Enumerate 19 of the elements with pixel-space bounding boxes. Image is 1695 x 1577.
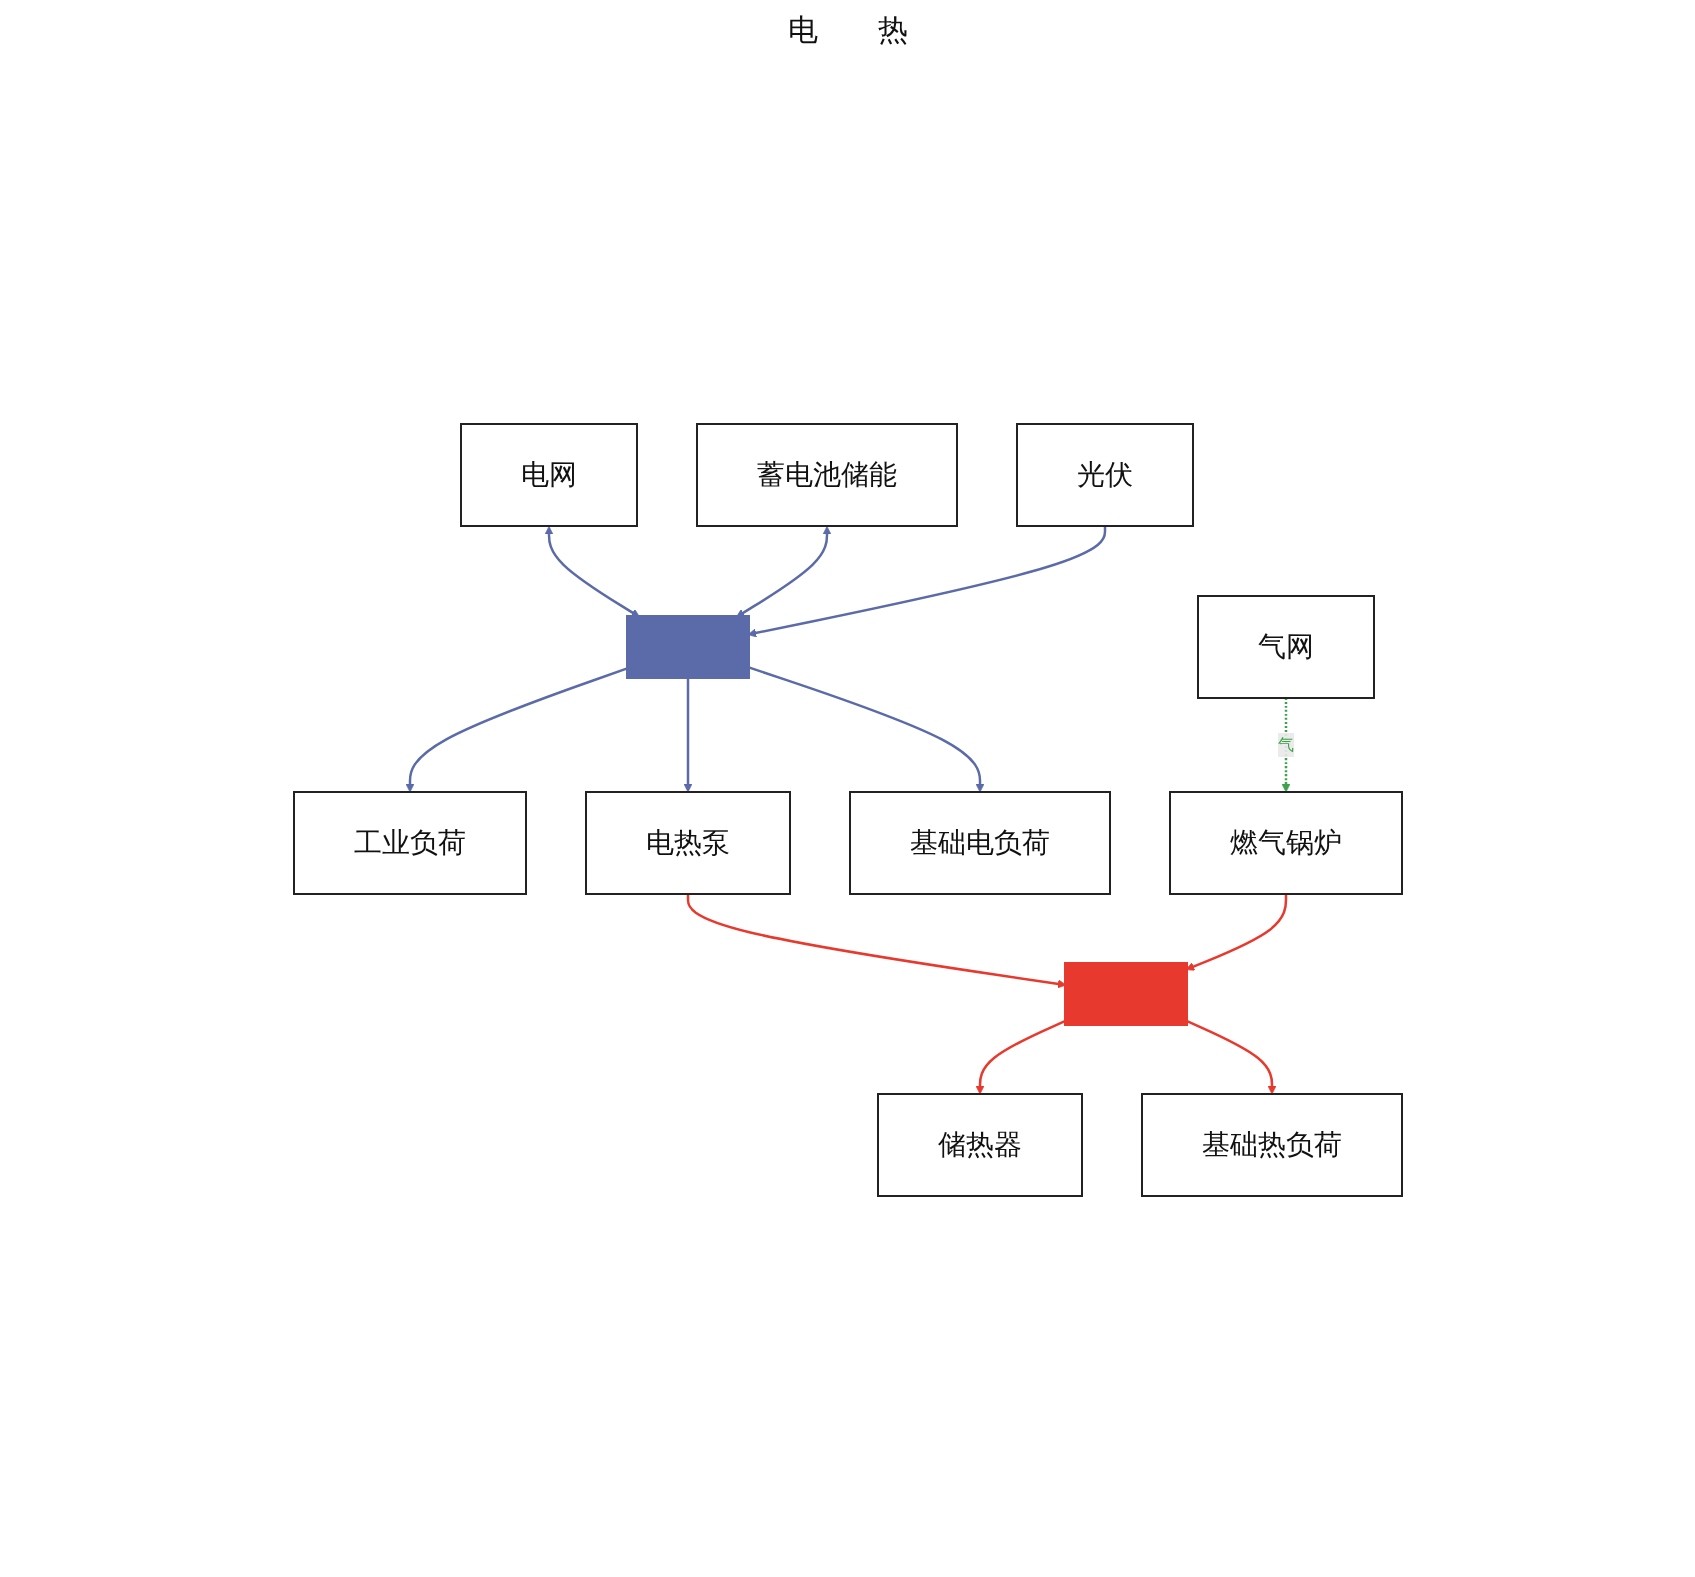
arrow [683, 677, 692, 793]
flow-label: 热 [877, 10, 908, 49]
node-box: 电网 [459, 423, 638, 527]
node-box: 光伏 [1015, 423, 1194, 527]
node-box: 燃气锅炉 [1168, 791, 1403, 895]
arrow [544, 526, 640, 618]
arrow [1185, 1019, 1276, 1095]
node-box: 蓄电池储能 [695, 423, 958, 527]
node-box: 工业负荷 [292, 791, 527, 895]
node-box: 基础电负荷 [848, 791, 1111, 895]
node-box: 电热泵 [584, 791, 791, 895]
node-bar [1063, 962, 1188, 1026]
arrow [975, 1019, 1066, 1095]
node-bar [625, 615, 750, 679]
node-box: 基础热负荷 [1140, 1093, 1403, 1197]
node-box: 气网 [1196, 595, 1375, 699]
flow-label: 电 [787, 10, 818, 49]
node-box: 储热器 [876, 1093, 1083, 1197]
edge-label: 气 [1277, 735, 1294, 754]
